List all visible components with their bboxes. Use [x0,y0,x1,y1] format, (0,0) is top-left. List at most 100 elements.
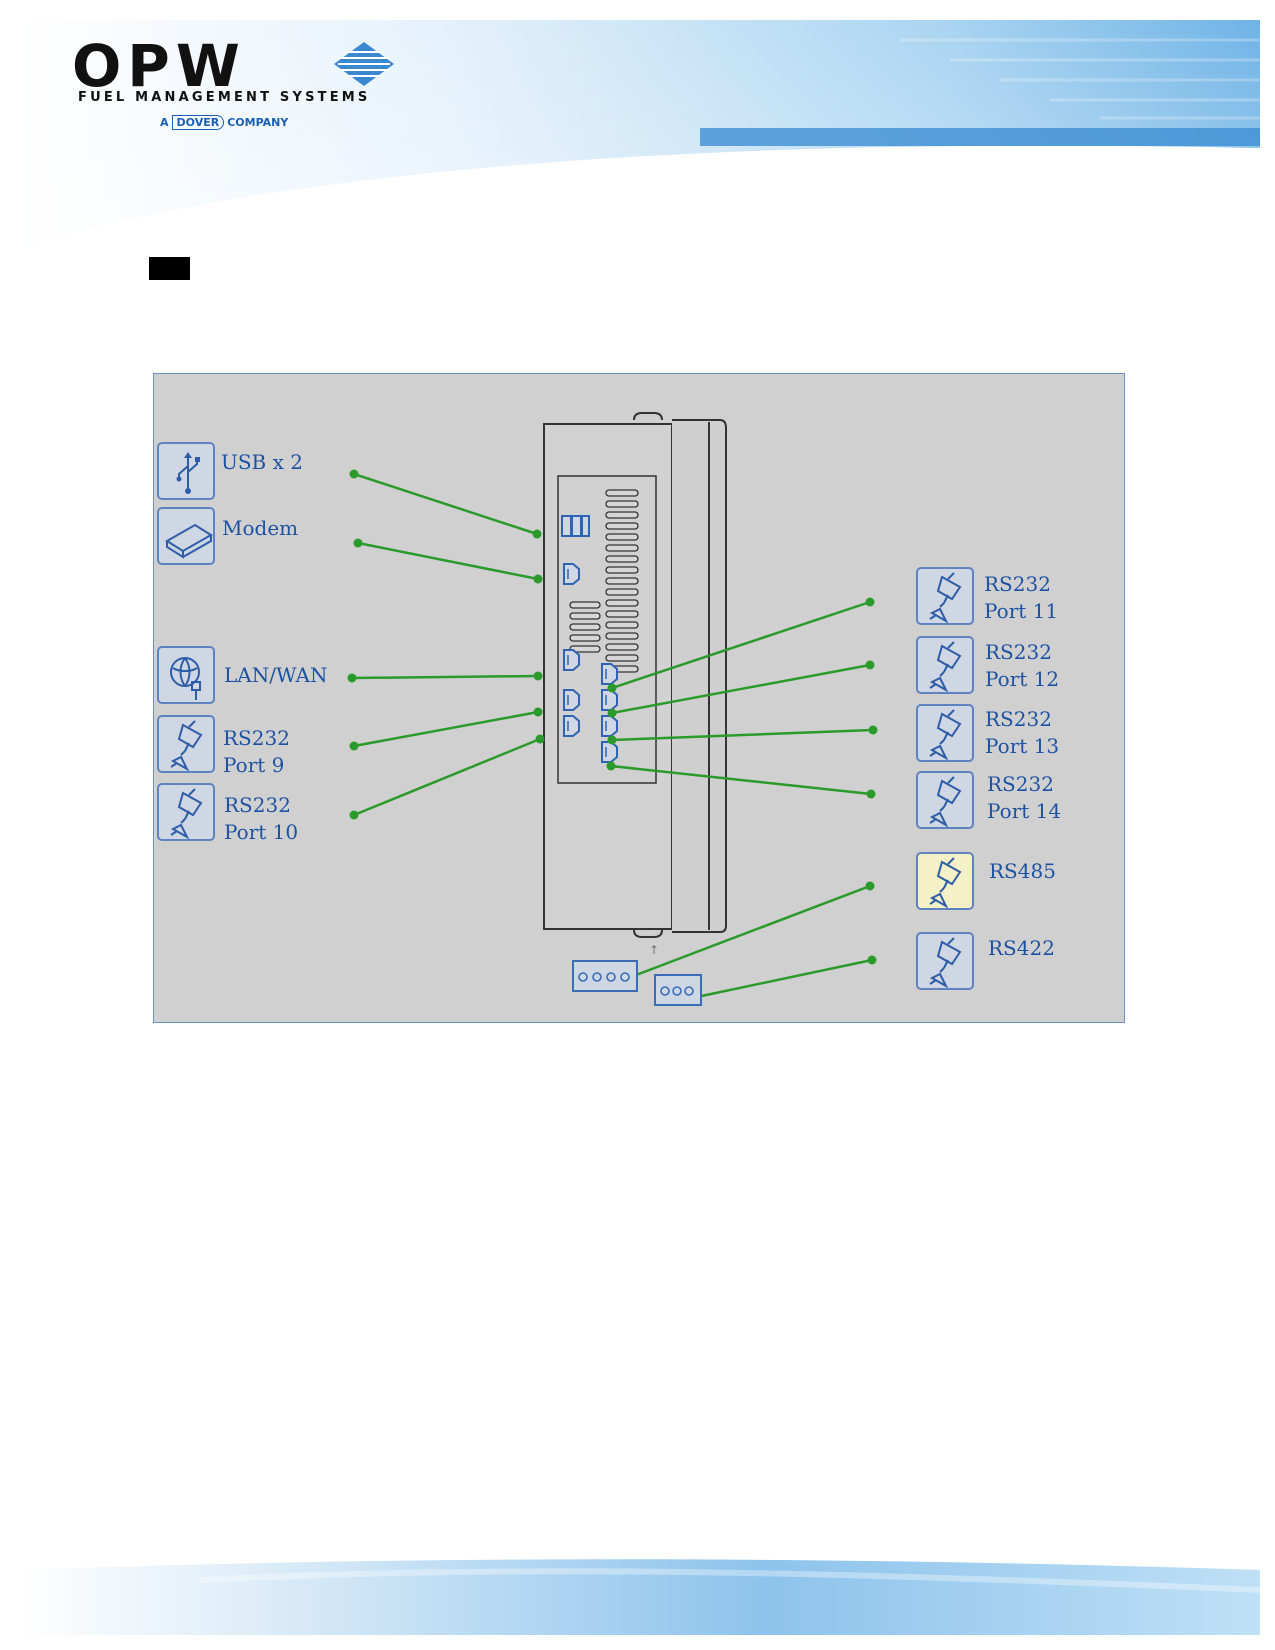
rs232-port13-jack [601,715,618,737]
serial-plug-icon [916,636,974,694]
serial-plug-icon [916,852,974,910]
svg-text:↑: ↑ [649,943,659,957]
terminal-pin [660,986,670,996]
vent-slot [605,632,639,640]
vent-slot [605,599,639,607]
vent-slot [569,634,601,642]
port-label-line1: Modem [222,516,299,540]
left-port-label: LAN/WAN [224,662,327,689]
vent-slot [605,577,639,585]
vent-slot [605,654,639,662]
terminal-pin [606,972,616,982]
port12-wire [607,660,875,718]
section-marker [149,257,190,280]
terminal-pin [672,986,682,996]
lan-jack [563,649,580,671]
port13-wire [607,725,878,745]
vent-slot [605,621,639,629]
port-label-line2: Port 14 [987,799,1062,823]
port-label-line2: Port 13 [985,734,1060,758]
rs422-wire [687,955,877,1003]
logo-tagline: FUEL MANAGEMENT SYSTEMS [78,90,371,105]
right-port-label: RS422 [988,935,1055,962]
company-prefix: A [160,116,169,129]
port-label-line1: RS232 [985,640,1052,664]
terminal-pin [684,986,694,996]
modem-icon [157,507,215,565]
vent-slot [605,511,639,519]
terminal-pin [578,972,588,982]
port-label-line1: RS232 [985,707,1052,731]
vent-slot [569,623,601,631]
port-label-line1: LAN/WAN [224,663,328,687]
port14-wire [606,761,876,799]
port-label-line1: USB x 2 [221,450,303,474]
serial-plug-icon [157,715,215,773]
header-banner [18,20,1260,248]
terminal-pin [592,972,602,982]
serial-plug-icon [916,704,974,762]
company-suffix: COMPANY [227,116,289,129]
port-label-line1: RS232 [224,793,291,817]
port-label-line1: RS232 [987,772,1054,796]
usb-wire [349,469,542,539]
port-label-line1: RS422 [988,936,1055,960]
vent-slot [605,522,639,530]
port-label-line2: Port 10 [224,820,299,844]
vent-slot [605,555,639,563]
rs232-port10-jack [563,715,580,737]
left-port-label: USB x 2 [221,449,303,476]
usb-icon [157,442,215,500]
port11-wire [607,597,875,693]
rs485-terminal-block [572,960,638,992]
vent-slot [605,544,639,552]
vent-slot [605,489,639,497]
rs232-port11-jack [601,663,618,685]
vent-slot [569,612,601,620]
lan-wire [347,671,543,683]
terminal-pin [620,972,630,982]
rs232-port14-jack [601,741,618,763]
port9-wire [349,707,543,751]
vent-slot [605,610,639,618]
serial-plug-icon [157,783,215,841]
port-jacks [561,515,618,763]
port-label-line2: Port 9 [223,753,285,777]
modem-wire [353,538,543,584]
controller-side [672,419,727,933]
serial-plug-icon [916,771,974,829]
vent-slot [569,601,601,609]
left-port-label: Modem [222,515,298,542]
serial-plug-icon [916,567,974,625]
serial-plug-icon [916,932,974,990]
network-icon [157,646,215,704]
port-label-line1: RS232 [223,726,290,750]
logo-wordmark: OPW [72,32,246,100]
port-label-line1: RS232 [984,572,1051,596]
port-diagram-drawing: ↑ [347,412,878,1006]
port-label-line2: Port 12 [985,667,1060,691]
port10-wire [349,734,545,820]
rs232-port12-jack [601,689,618,711]
logo-diamond-icon [334,42,394,86]
rs232-port9-jack [563,689,580,711]
vent-slot [605,643,639,651]
modem-jack [563,563,580,585]
vent-slot [605,533,639,541]
vent-slot [605,566,639,574]
company-name: DOVER [171,115,225,130]
footer-banner [18,1559,1261,1635]
vent-slot [605,500,639,508]
port-label-line1: RS485 [989,859,1056,883]
port-label-line2: Port 11 [984,599,1059,623]
usb-jack [561,515,590,537]
